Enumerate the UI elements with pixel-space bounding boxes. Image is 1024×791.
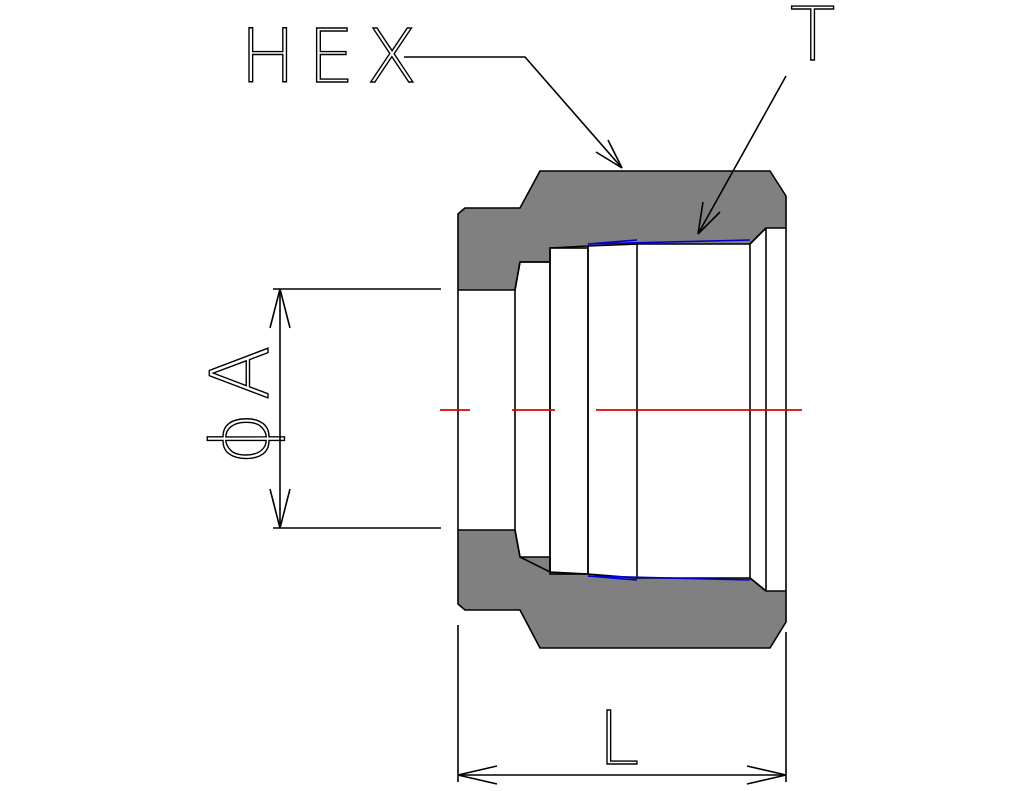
thread-lines [587,239,751,581]
length-dimension [457,625,787,785]
diameter-dimension [269,288,441,529]
hex-label: HEX [240,14,429,100]
hex-leader [404,56,623,169]
thread-leader [697,75,787,235]
thread-label: T [790,0,847,78]
length-label: L [598,696,651,782]
diameter-label: ϕA [194,334,287,466]
bore-interior [458,260,788,580]
